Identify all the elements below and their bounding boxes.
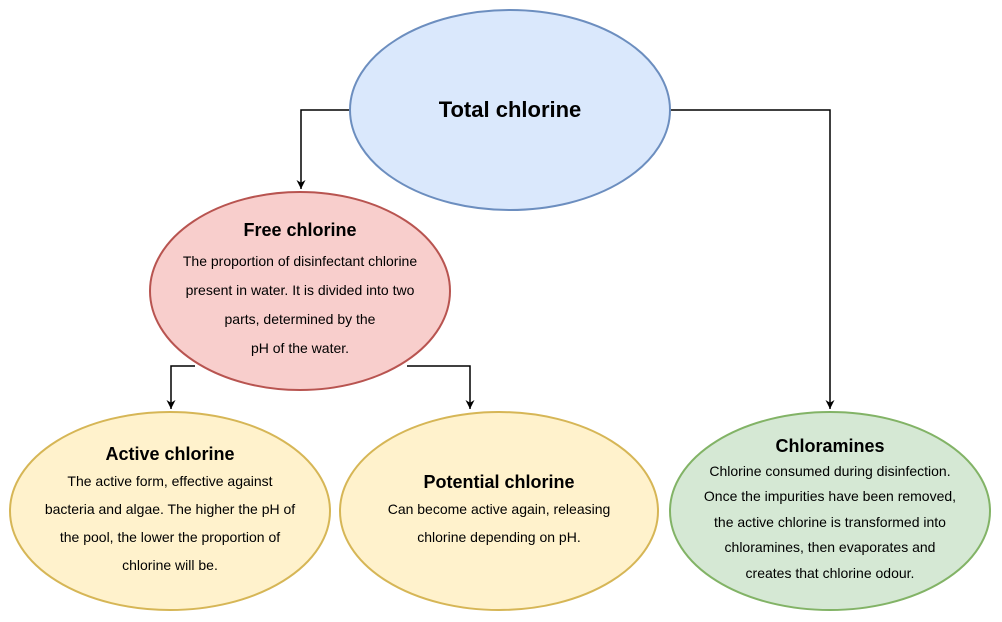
node-shape-chloramines: [669, 411, 991, 611]
node-title-total: Total chlorine: [438, 97, 582, 122]
edge-free-to-active: [166, 365, 195, 409]
node-shape-potential: [339, 411, 659, 611]
edge-total-to-chloramines: [670, 109, 835, 409]
node-title-potential: Potential chlorine: [423, 471, 575, 492]
node-shape-total: [349, 9, 671, 211]
node-shape-active: [9, 411, 331, 611]
node-total-chlorine: Total chlorine: [350, 10, 670, 210]
node-free-chlorine: Free chlorine The proportion of disinfec…: [150, 192, 450, 390]
node-potential-chlorine: Potential chlorine Can become active aga…: [340, 412, 658, 610]
edge-total-to-free: [296, 109, 350, 189]
node-text-potential: Can become active again, releasing chlor…: [387, 500, 611, 545]
node-active-chlorine: Active chlorine The active form, effecti…: [10, 412, 330, 610]
node-text-free: The proportion of disinfectant chlorine …: [182, 252, 418, 356]
node-title-chloramines: Chloramines: [775, 435, 885, 456]
node-text-active: The active form, effective against bacte…: [44, 472, 296, 573]
node-shape-free: [149, 191, 451, 391]
edge-free-to-potential: [407, 365, 475, 409]
node-title-free: Free chlorine: [243, 219, 357, 240]
node-chloramines: Chloramines Chlorine consumed during dis…: [670, 412, 990, 610]
node-text-chloramines: Chlorine consumed during disinfection. O…: [703, 462, 957, 581]
node-title-active: Active chlorine: [105, 443, 235, 464]
